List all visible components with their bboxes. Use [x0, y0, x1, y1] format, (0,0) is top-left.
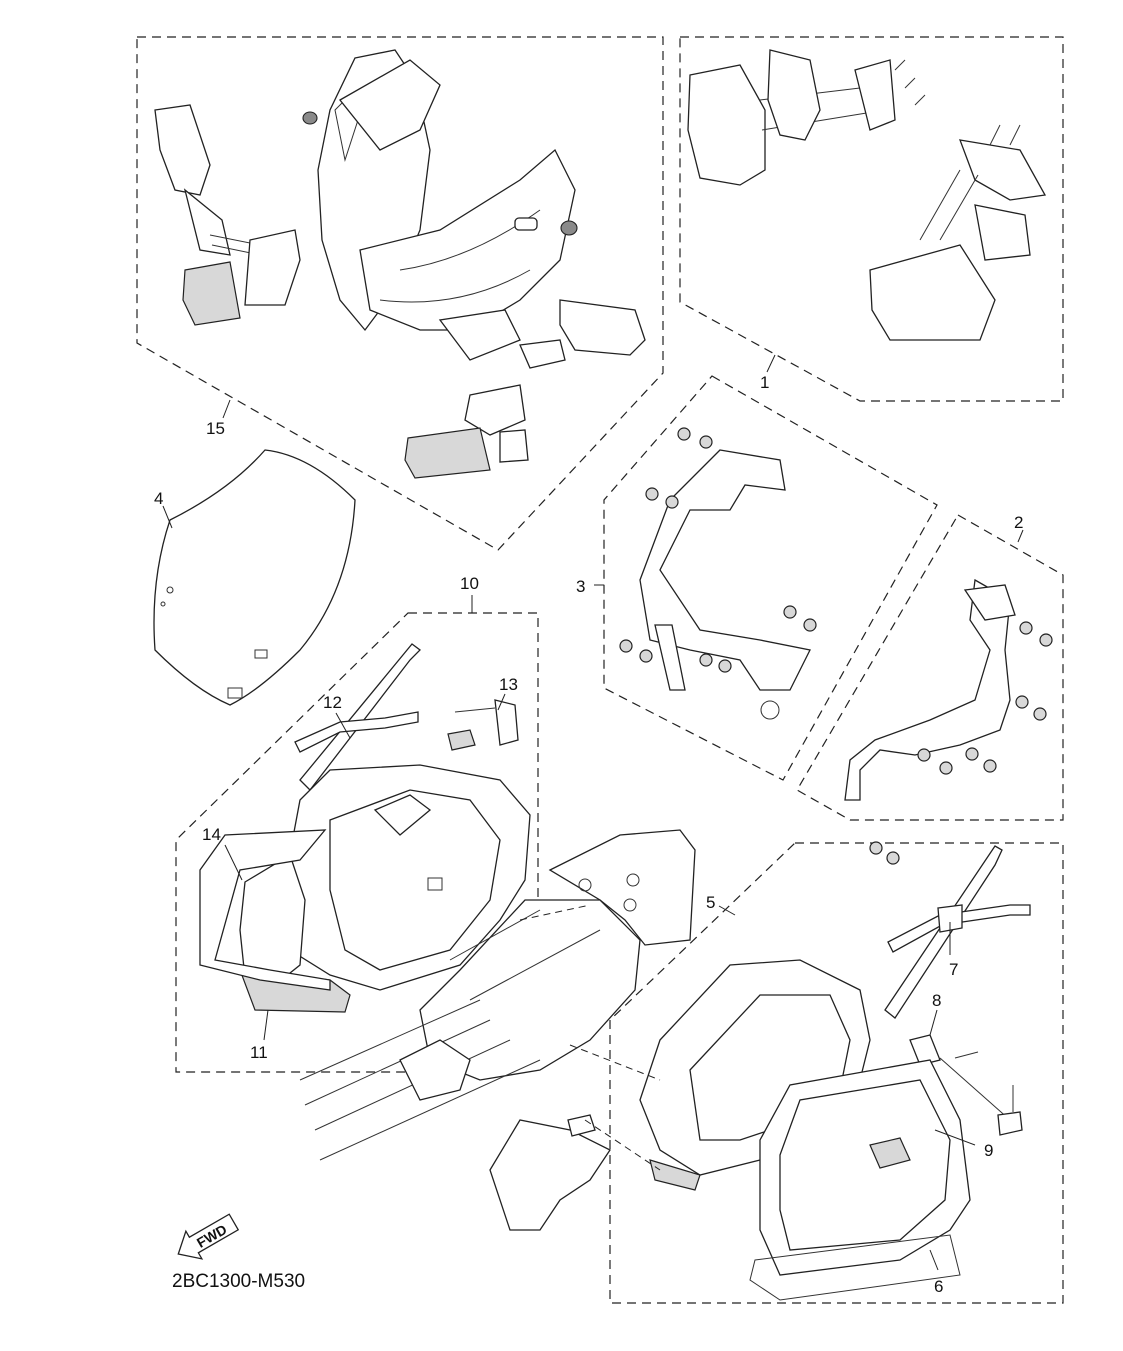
- left-mirror: [154, 104, 301, 326]
- callout-1: 1: [760, 373, 769, 392]
- group-box-5: [609, 842, 1064, 1304]
- handguard-lower: [869, 139, 1047, 341]
- left-pannier-latch: [447, 699, 519, 751]
- bracket-right-fasteners: [869, 621, 1053, 865]
- group-box-3: [603, 375, 938, 781]
- callout-12: 12: [323, 693, 342, 712]
- cowling-assembly: [302, 49, 578, 361]
- handguard-screws: [894, 59, 1021, 146]
- leader-lines: [162, 354, 1024, 1271]
- handguard-upper: [687, 49, 896, 186]
- callout-4: 4: [154, 489, 163, 508]
- callout-6: 6: [934, 1277, 943, 1296]
- windscreen: [153, 449, 356, 706]
- bracket-left-fasteners: [619, 427, 817, 673]
- bracket-right: [844, 578, 1016, 801]
- right-pannier-latch: [909, 1034, 1023, 1136]
- callout-3: 3: [576, 577, 585, 596]
- callout-9: 9: [984, 1141, 993, 1160]
- callout-11: 11: [250, 1043, 268, 1062]
- left-pannier-frame: [199, 829, 331, 991]
- left-pannier-case: [284, 764, 531, 991]
- bracket-left: [639, 449, 811, 720]
- rear-frame: [299, 829, 696, 1231]
- callout-14: 14: [202, 825, 221, 844]
- right-mirror: [404, 299, 646, 479]
- group-box-2: [796, 514, 1064, 821]
- callout-8: 8: [932, 991, 941, 1010]
- callout-7: 7: [949, 960, 958, 979]
- windscreen-holes: [160, 586, 268, 699]
- diagram-code: 2BC1300-M530: [172, 1271, 305, 1292]
- left-pannier-strap: [294, 643, 421, 791]
- callout-13: 13: [499, 675, 518, 694]
- callout-5: 5: [706, 893, 715, 912]
- group-box-15: [136, 36, 664, 551]
- callout-2: 2: [1014, 513, 1023, 532]
- right-pannier-strap: [884, 845, 1031, 1019]
- callout-15: 15: [206, 419, 225, 438]
- callout-10: 10: [460, 574, 479, 593]
- fwd-arrow: FWD: [177, 1213, 240, 1260]
- right-pannier-lid: [749, 1059, 971, 1301]
- group-box-1: [679, 36, 1064, 402]
